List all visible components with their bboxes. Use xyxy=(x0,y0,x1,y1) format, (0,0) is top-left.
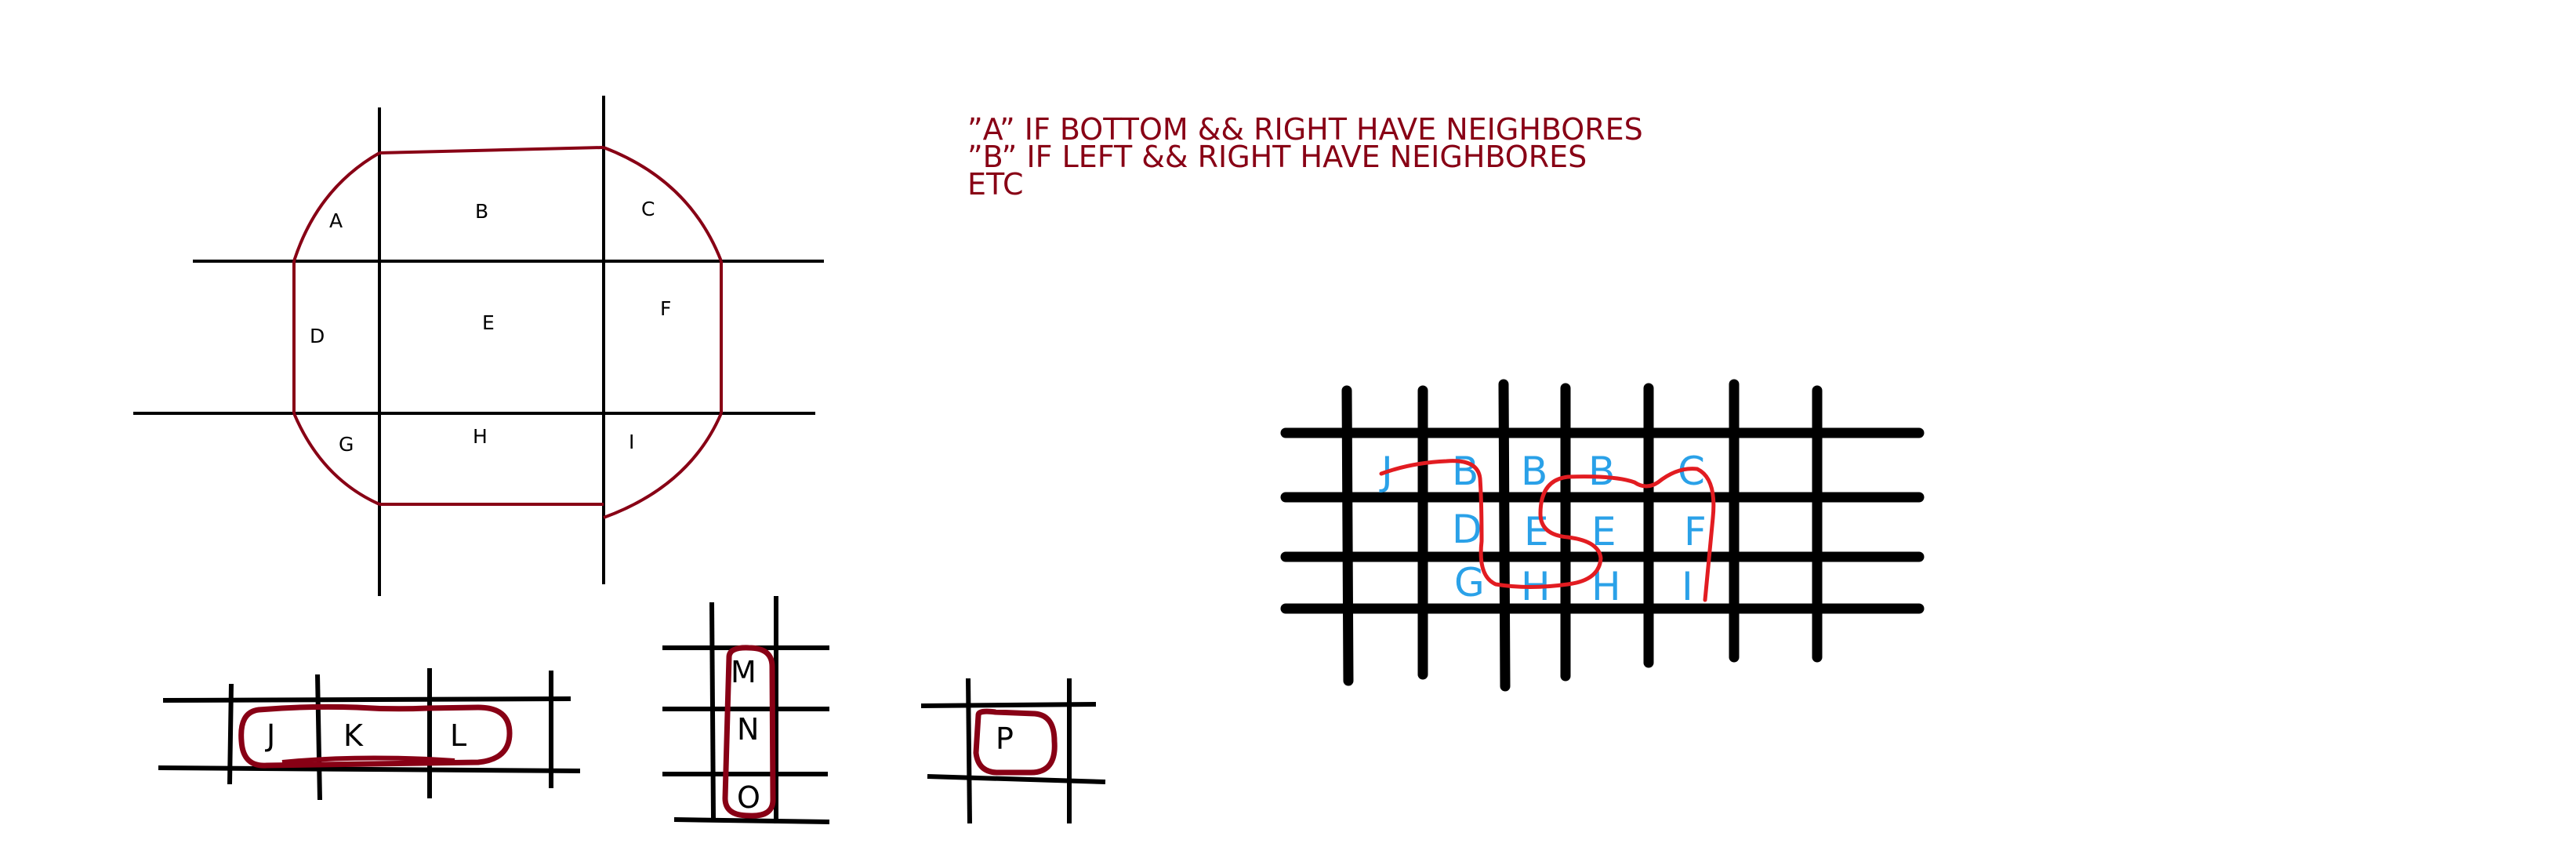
outline-top-right-arc xyxy=(603,146,723,262)
outline-top-left-arc xyxy=(292,151,380,262)
outline-bottom-right-arc xyxy=(603,413,723,519)
tile-outline xyxy=(292,146,723,519)
group-label: N xyxy=(737,712,759,747)
tile-label: A xyxy=(329,209,343,232)
example-grid-diagram: J B B B C D E E F G H H I xyxy=(1280,379,1925,692)
grid-line xyxy=(673,817,830,824)
example-cell-label: F xyxy=(1684,509,1707,554)
example-neighbor-path xyxy=(1379,459,1716,602)
grid-line xyxy=(927,774,1106,784)
note-line: ”A” IF BOTTOM && RIGHT HAVE NEIGHBORES xyxy=(967,112,1643,147)
outline-top-edge xyxy=(379,146,604,154)
grid-line xyxy=(227,683,234,785)
grid-line xyxy=(162,696,571,703)
grid-line xyxy=(920,702,1097,708)
example-letters: J B B B C D E E F G H H I xyxy=(1379,449,1707,609)
tile-label: C xyxy=(641,198,655,220)
group-label: J xyxy=(265,718,275,753)
outline-bottom-left-arc xyxy=(292,413,380,506)
group-outline-underline xyxy=(281,755,455,765)
tile-label: I xyxy=(629,431,634,453)
grid-line xyxy=(966,678,972,824)
example-cell-label: G xyxy=(1454,560,1485,605)
tile-label: D xyxy=(310,325,325,347)
group-label: L xyxy=(450,718,466,753)
example-cell-label: I xyxy=(1682,564,1693,609)
example-cell-label: B xyxy=(1452,449,1478,494)
grid-line xyxy=(315,674,322,801)
note-line: ”B” IF LEFT && RIGHT HAVE NEIGHBORES xyxy=(967,140,1587,174)
group-labels: J K L xyxy=(265,718,466,753)
example-cell-label: E xyxy=(1524,509,1549,554)
group-outline xyxy=(722,645,776,819)
group-label: O xyxy=(737,780,760,815)
example-grid-lines xyxy=(1280,379,1925,692)
tile-label: G xyxy=(339,433,354,456)
example-cell-label: B xyxy=(1588,449,1615,494)
tile-label: E xyxy=(482,311,495,334)
rule-notes: ”A” IF BOTTOM && RIGHT HAVE NEIGHBORES ”… xyxy=(967,112,1643,202)
group-label: K xyxy=(343,718,364,753)
vertical-group-diagram: M N O xyxy=(662,596,830,824)
tile-label: H xyxy=(473,425,488,448)
group-grid-lines xyxy=(158,668,581,801)
grid-line xyxy=(158,765,581,773)
grid-line xyxy=(1498,379,1511,692)
example-cell-label: B xyxy=(1521,449,1547,494)
group-outline xyxy=(238,703,513,769)
group-label: M xyxy=(731,655,756,689)
single-cell-diagram: P xyxy=(920,678,1106,824)
tile-labels: A B C D E F G H I xyxy=(310,198,671,456)
group-label: P xyxy=(996,722,1014,756)
note-line: ETC xyxy=(967,167,1024,202)
grid-line xyxy=(1341,385,1354,686)
tile-label: F xyxy=(660,297,671,320)
group-grid-lines xyxy=(920,678,1106,824)
tile-rule-diagram: A B C D E F G H I xyxy=(133,96,824,596)
group-outline xyxy=(973,708,1058,776)
group-labels: M N O xyxy=(731,655,760,815)
example-cell-label: D xyxy=(1452,507,1482,552)
horizontal-group-diagram: J K L xyxy=(158,668,581,801)
tile-label: B xyxy=(475,200,488,223)
